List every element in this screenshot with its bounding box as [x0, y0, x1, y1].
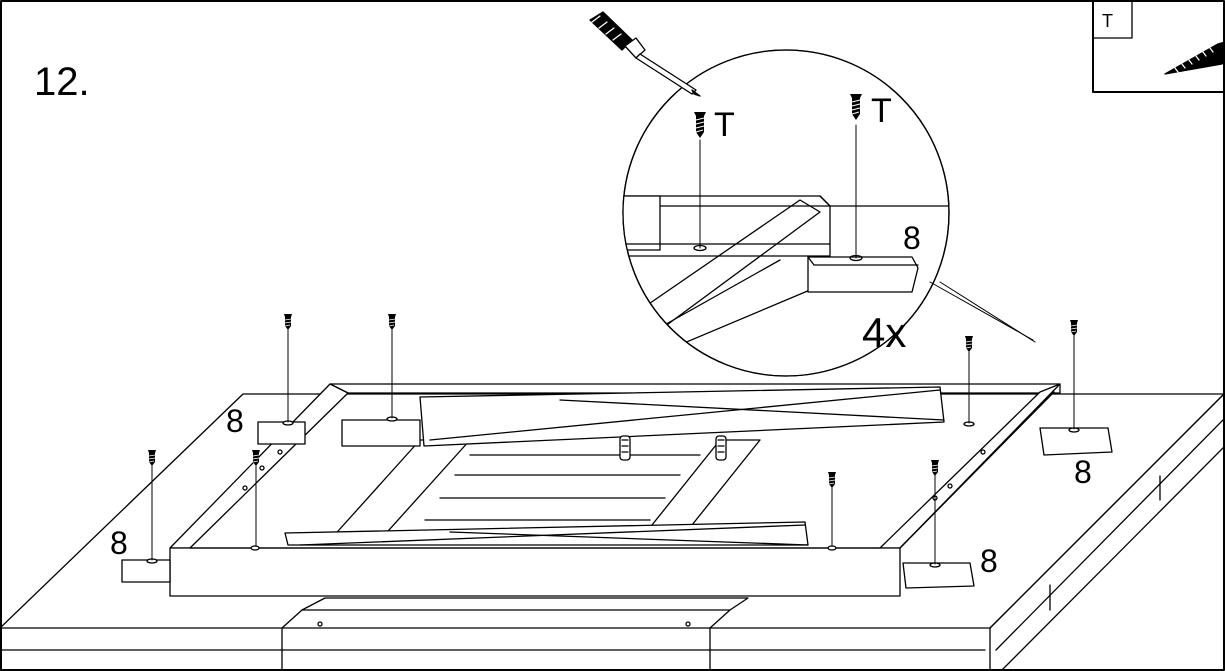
block-label-right-bottom: 8 — [980, 543, 998, 579]
screw-guide-lines — [151, 329, 1075, 565]
screw-icon — [1164, 41, 1225, 75]
screwdriver-icon — [589, 11, 701, 97]
legend-part-letter: T — [1102, 11, 1113, 31]
frame-assembly — [121, 383, 1113, 597]
block-label-detail: 8 — [903, 220, 921, 256]
quantity-multiplier: 4x — [862, 309, 907, 356]
block-label-left-bottom: 8 — [110, 525, 128, 561]
work-table — [0, 392, 1225, 671]
step-number: 12. — [34, 60, 90, 104]
screw-label-left: T — [714, 106, 735, 144]
zoom-detail — [622, 49, 1036, 377]
block-label-right-top: 8 — [1074, 454, 1092, 490]
screw-label-right: T — [871, 92, 892, 130]
block-label-left-top: 8 — [226, 403, 244, 439]
dowel-pins — [619, 435, 727, 461]
part-legend-box — [1092, 0, 1225, 93]
